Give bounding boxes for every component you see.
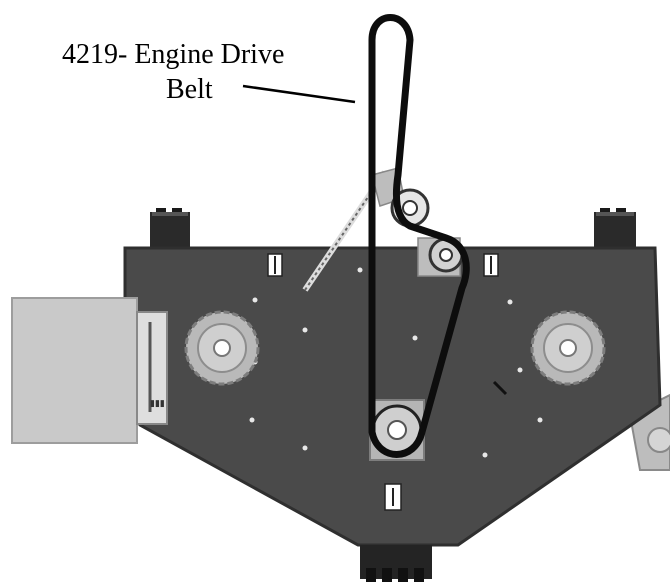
front-spring-anchor: [384, 483, 402, 511]
left-spring-anchor: [267, 253, 283, 277]
rear-right-mount-bracket: [594, 208, 636, 248]
left-side-panel: ▮▮▮: [11, 297, 168, 444]
right-spring-anchor: [483, 253, 499, 277]
engine-drive-belt: [368, 14, 470, 458]
callout-label-line2: Belt: [166, 74, 213, 105]
deck-hardware-mark: [492, 380, 508, 396]
rear-left-mount-bracket: [150, 208, 190, 248]
svg-text:▮▮▮: ▮▮▮: [150, 399, 165, 409]
front-hitch-bracket: [360, 545, 432, 582]
callout-leader-line: [242, 84, 356, 104]
blade-pulley-icon: [530, 310, 606, 386]
blade-pulley-icon: [184, 310, 260, 386]
callout-label-line1: 4219- Engine Drive: [62, 39, 284, 70]
